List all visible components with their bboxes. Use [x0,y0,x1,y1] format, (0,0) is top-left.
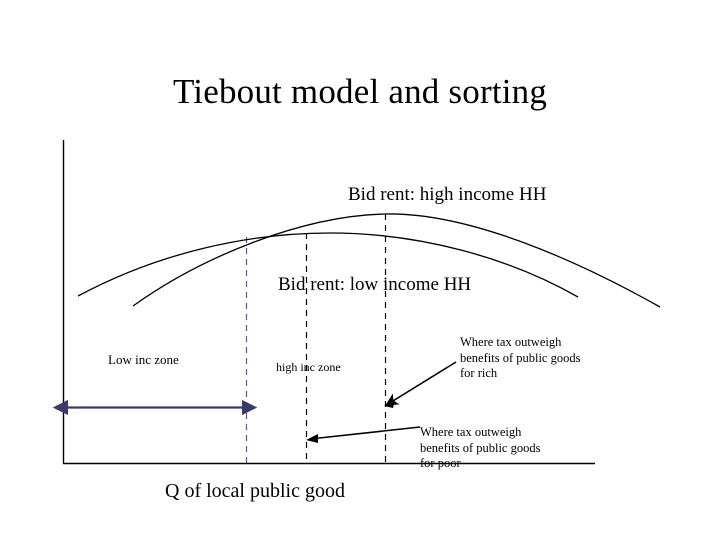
annotation-poor-line-3: for poor [420,456,461,470]
annotation-arrow-rich [385,361,457,406]
annotation-poor-line-2: benefits of public goods [420,440,541,455]
label-bid-rent-high-income: Bid rent: high income HH [348,184,547,205]
page-title: Tiebout model and sorting [172,72,548,111]
curve-bid-rent-low-income [77,232,579,298]
annotation-arrowhead-poor [306,434,318,443]
annotation-tax-outweigh-rich: Where tax outweigh benefits of public go… [460,335,580,382]
annotation-tax-outweigh-poor: Where tax outweigh benefits of public go… [420,425,540,472]
x-axis-label: Q of local public good [165,480,345,502]
label-low-inc-zone: Low inc zone [108,352,179,367]
annotation-rich-line-2: benefits of public goods [460,350,581,365]
label-high-inc-zone: high inc zone [276,360,341,374]
annotation-arrowhead-rich [384,400,395,408]
annotation-rich-line-1: Where tax outweigh [460,335,562,349]
label-bid-rent-low-income: Bid rent: low income HH [278,274,472,295]
annotation-poor-line-1: Where tax outweigh [420,425,522,439]
annotation-arrow-poor [309,426,421,440]
annotation-rich-line-3: for rich [460,366,498,380]
curve-bid-rent-high-income [132,213,661,308]
